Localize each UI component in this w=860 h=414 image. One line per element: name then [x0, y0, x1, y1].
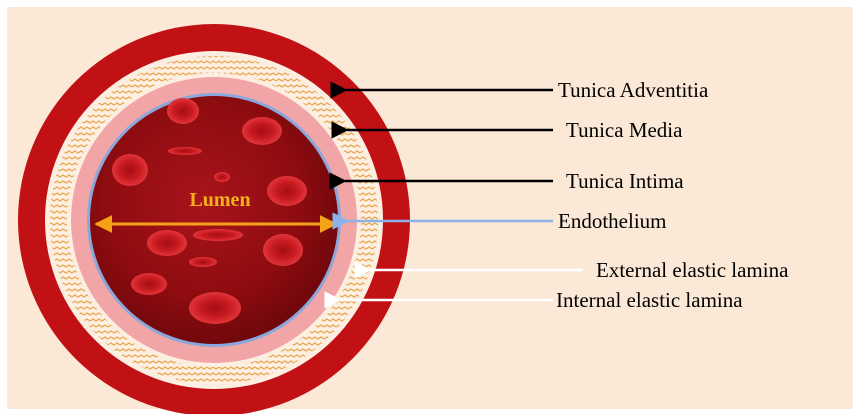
red-blood-cell: [267, 176, 307, 206]
red-blood-cell: [167, 98, 199, 124]
red-blood-cell: [263, 234, 303, 266]
tunica-adventitia-label: Tunica Adventitia: [558, 78, 709, 102]
red-blood-cell: [193, 229, 243, 241]
red-blood-cell: [147, 230, 187, 256]
vessel-layers: [18, 24, 410, 414]
red-blood-cell: [242, 117, 282, 145]
internal-elastic-lamina-label: Internal elastic lamina: [556, 288, 743, 312]
tunica-intima-label: Tunica Intima: [566, 169, 684, 193]
endothelium-label: Endothelium: [558, 209, 667, 233]
red-blood-cell: [131, 273, 167, 295]
red-blood-cell: [214, 172, 230, 182]
red-blood-cell: [189, 292, 241, 324]
tunica-media-label: Tunica Media: [566, 118, 683, 142]
red-blood-cell: [168, 147, 202, 155]
external-elastic-lamina-label: External elastic lamina: [596, 258, 789, 282]
red-blood-cell: [189, 257, 217, 267]
lumen-label: Lumen: [189, 189, 250, 211]
red-blood-cell: [112, 154, 148, 186]
